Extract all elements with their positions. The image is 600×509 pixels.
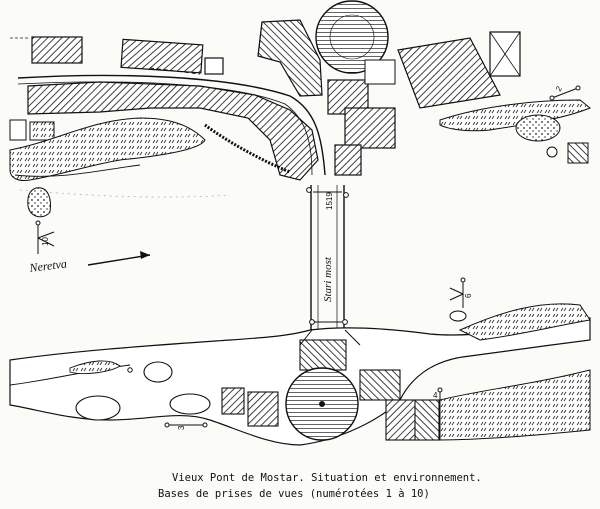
- caption-line-2: Bases de prises de vues (numérotées 1 à …: [158, 488, 430, 500]
- station-number-3: 3: [177, 425, 186, 430]
- station-number-10: 10: [41, 237, 50, 246]
- bridge-label: Stari most: [322, 256, 334, 302]
- south-bank: [9, 303, 591, 446]
- building: [120, 38, 204, 74]
- photo-station-6: [449, 277, 466, 308]
- photo-station-2: [549, 85, 581, 101]
- station-number-2: 2: [554, 84, 564, 93]
- station-number-4: 4: [433, 391, 438, 400]
- bridge-date: 1519: [325, 192, 334, 210]
- river-neretva: [19, 189, 231, 266]
- building-row: [27, 81, 319, 181]
- photo-station-3: [164, 422, 208, 428]
- stari-most-bridge: [306, 185, 349, 330]
- building: [31, 36, 83, 64]
- river-label: Neretva: [28, 257, 68, 276]
- tower-helebija: [315, 0, 389, 74]
- photo-station-4: [437, 387, 443, 410]
- caption-line-1: Vieux Pont de Mostar. Situation et envir…: [172, 472, 482, 484]
- building: [204, 57, 224, 75]
- photo-stations: [27, 85, 581, 428]
- station-number-6: 6: [464, 293, 473, 298]
- photo-station-10: [27, 187, 55, 254]
- north-bank: [9, 0, 591, 181]
